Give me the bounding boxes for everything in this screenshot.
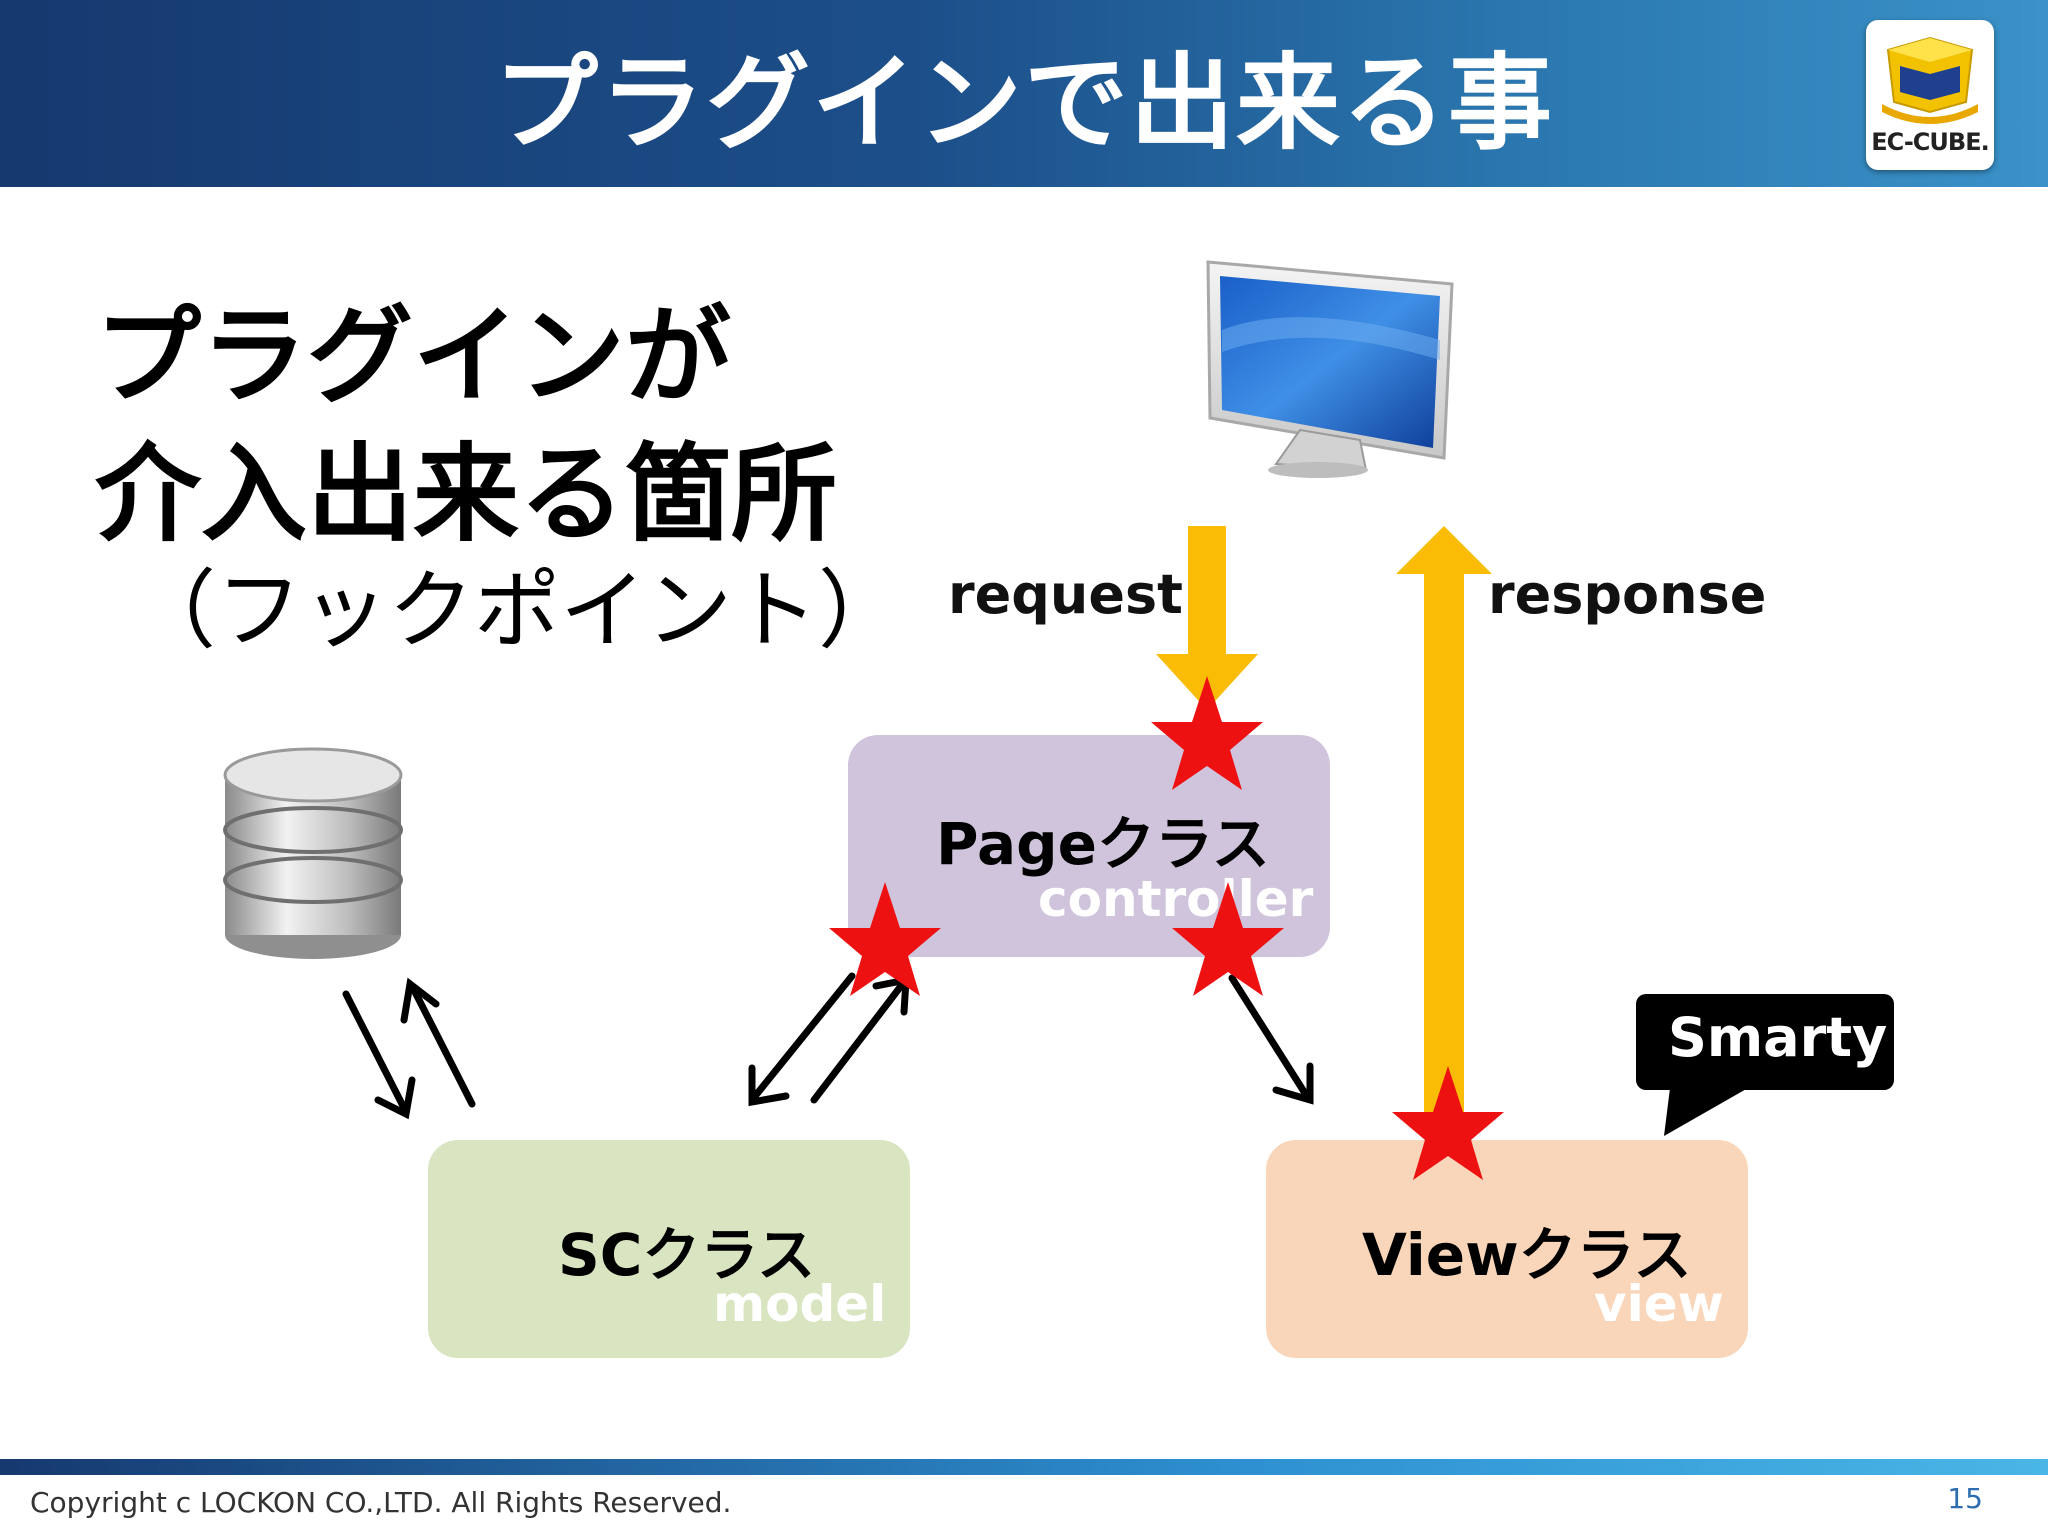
request-label: request bbox=[948, 563, 1183, 626]
page-class-subtitle: controller bbox=[1038, 870, 1314, 928]
database-icon bbox=[223, 747, 403, 959]
view-class-title: Viewクラス bbox=[1362, 1221, 1692, 1289]
hook-star-request bbox=[1151, 676, 1263, 790]
sc-class-title: SCクラス bbox=[558, 1221, 816, 1289]
response-arrow bbox=[1396, 526, 1492, 1132]
sc-class-box: SCクラス model bbox=[428, 1140, 910, 1358]
copyright-text: Copyright c LOCKON CO.,LTD. All Rights R… bbox=[30, 1486, 732, 1519]
page-number: 15 bbox=[1947, 1482, 1983, 1515]
db-sc-arrows bbox=[342, 977, 476, 1120]
response-label: response bbox=[1488, 563, 1767, 626]
logo-text: EC-CUBE. bbox=[1871, 128, 1989, 156]
view-class-box: Viewクラス view bbox=[1266, 1140, 1748, 1358]
sc-class-subtitle: model bbox=[713, 1275, 887, 1333]
heading-line-3: （フックポイント） bbox=[130, 561, 904, 661]
view-class-subtitle: view bbox=[1594, 1275, 1724, 1333]
page-class-title: Pageクラス bbox=[936, 810, 1270, 878]
sc-page-arrows bbox=[748, 972, 910, 1107]
page-view-arrow bbox=[1228, 974, 1314, 1105]
page-class-box: Pageクラス controller bbox=[848, 735, 1330, 957]
hook-star-view bbox=[1392, 1066, 1504, 1180]
ec-cube-logo: EC-CUBE. bbox=[1866, 20, 1994, 170]
hook-star-page-view bbox=[1172, 882, 1284, 996]
hook-stars bbox=[829, 676, 1504, 1180]
heading-line-1: プラグインが bbox=[95, 295, 731, 418]
monitor-icon bbox=[1206, 260, 1454, 478]
header-bar: プラグインで出来る事 EC-CUBE. bbox=[0, 0, 2048, 187]
footer-bar bbox=[0, 1459, 2048, 1475]
heading-line-2: 介入出来る箇所 bbox=[95, 433, 837, 556]
hook-star-page-model bbox=[829, 882, 941, 996]
smarty-bubble bbox=[1636, 994, 1894, 1136]
slide-title: プラグインで出来る事 bbox=[493, 42, 1554, 164]
cube-hat-icon bbox=[1882, 36, 1978, 124]
smarty-label: Smarty bbox=[1668, 1006, 1888, 1069]
